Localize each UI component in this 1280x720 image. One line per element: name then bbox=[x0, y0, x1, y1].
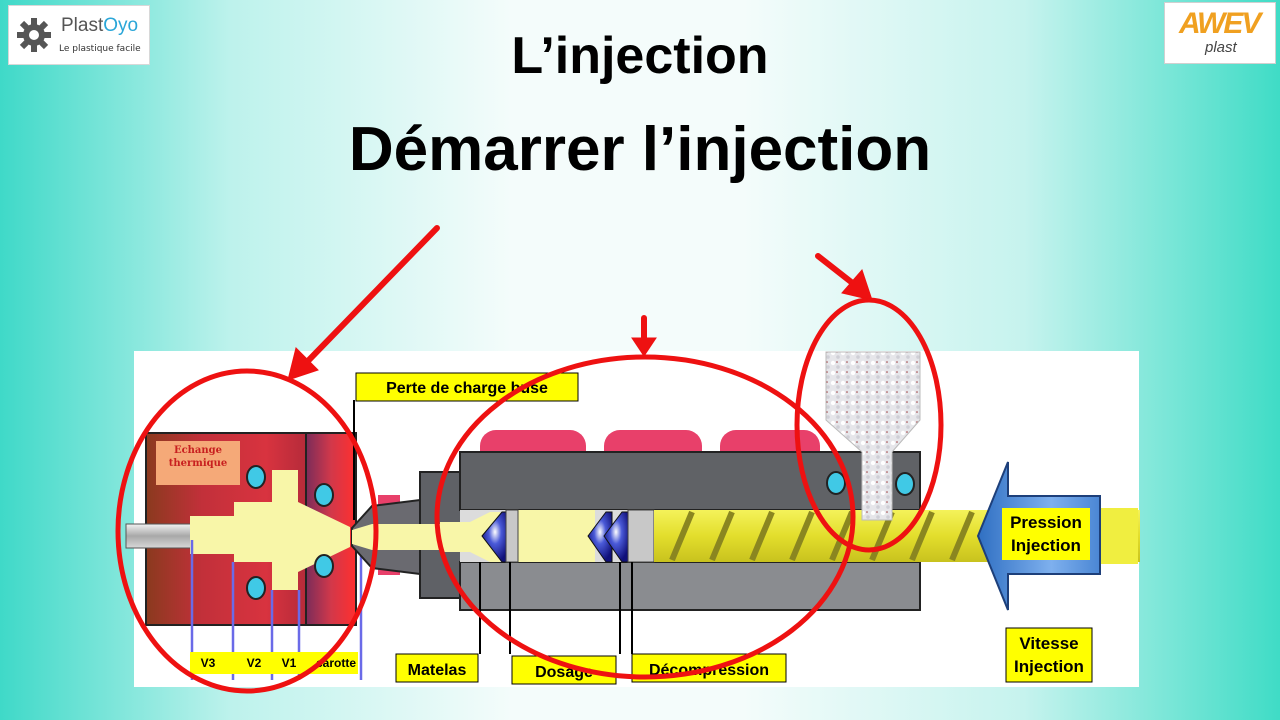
gear-icon bbox=[17, 18, 51, 52]
cooling-hole bbox=[314, 554, 334, 578]
highlight-hopper bbox=[794, 297, 944, 553]
check-ring bbox=[505, 509, 519, 563]
cooling-hole bbox=[314, 483, 334, 507]
melt-front bbox=[440, 512, 500, 562]
perte-label-box bbox=[355, 372, 579, 402]
echange-box bbox=[156, 441, 240, 485]
awev-plast-logo: AWEV plast bbox=[1164, 2, 1276, 64]
screw-shank bbox=[1100, 508, 1138, 564]
pression-label-1: Pression bbox=[1010, 513, 1082, 532]
vitesse-label-box bbox=[1005, 627, 1093, 683]
barrel-bottom bbox=[459, 561, 921, 611]
vitesse-label-1: Vitesse bbox=[1019, 634, 1078, 653]
vitesse-label-2: Injection bbox=[1014, 657, 1084, 676]
arrowhead bbox=[841, 269, 873, 301]
pression-label-box bbox=[1002, 508, 1090, 560]
v2-label: V2 bbox=[247, 656, 262, 670]
highlight-barrel bbox=[434, 354, 856, 680]
echange-label-2: thermique bbox=[169, 458, 228, 469]
mold: Echange thermique V3 V2 V1 carotte bbox=[125, 432, 363, 680]
dosage-label-box bbox=[511, 655, 617, 685]
plastoyo-logo: PlastOyo Le plastique facile bbox=[8, 5, 150, 65]
cooling-hole bbox=[895, 472, 915, 496]
melt-cushion bbox=[515, 510, 595, 562]
nozzle-melt bbox=[352, 524, 440, 550]
logo-brand: PlastOyo bbox=[61, 15, 138, 37]
cooling-hole bbox=[246, 465, 266, 489]
pointer-arrow-hopper bbox=[815, 253, 858, 288]
v1-label: V1 bbox=[282, 656, 297, 670]
logo-tagline: Le plastique facile bbox=[59, 44, 141, 54]
hopper bbox=[825, 351, 921, 521]
arrowhead bbox=[631, 337, 657, 357]
page-subtitle: Démarrer l’injection bbox=[348, 115, 932, 184]
matelas-label: Matelas bbox=[408, 662, 467, 679]
matelas-label-box bbox=[395, 653, 479, 683]
highlight-mold bbox=[115, 368, 379, 694]
page-title: L’injection bbox=[511, 27, 769, 85]
check-ring bbox=[627, 509, 655, 563]
mold-cavity bbox=[190, 470, 350, 590]
logo-brand-accent: Oyo bbox=[103, 15, 139, 36]
cooling-hole bbox=[826, 471, 846, 495]
awev-text: plast bbox=[1205, 39, 1237, 56]
pointer-arrow-mold bbox=[303, 225, 440, 366]
v3-label: V3 bbox=[201, 656, 216, 670]
cooling-hole bbox=[246, 576, 266, 600]
screw-flights bbox=[669, 510, 975, 562]
arrowhead bbox=[287, 347, 319, 381]
ejector-rod bbox=[125, 523, 193, 549]
awev-mark: AWEV bbox=[1179, 7, 1261, 40]
pression-label-2: Injection bbox=[1011, 536, 1081, 555]
echange-label-1: Echange bbox=[174, 445, 222, 456]
logo-brand-name: Plast bbox=[61, 15, 104, 36]
perte-label: Perte de charge buse bbox=[386, 380, 548, 397]
